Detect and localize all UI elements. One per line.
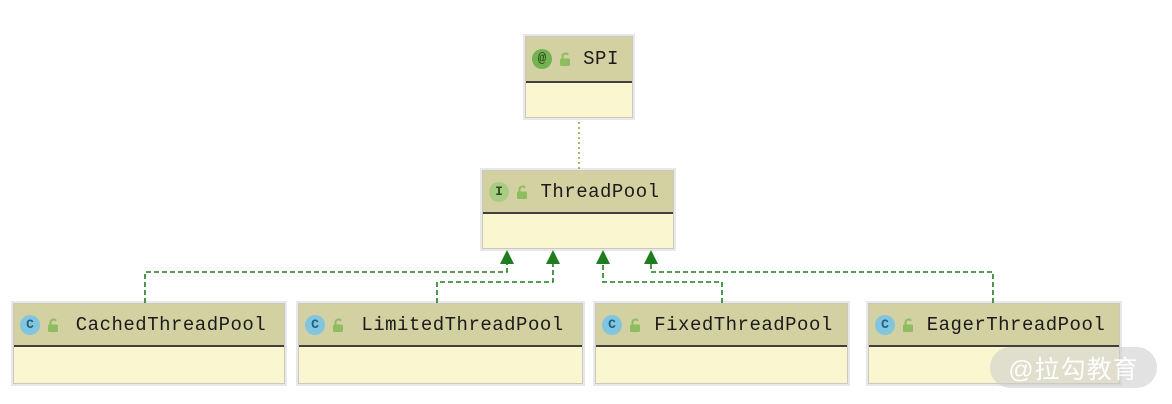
- interface-icon: I: [489, 181, 509, 202]
- arrowhead-eager: [644, 250, 658, 264]
- class-icon: C: [875, 314, 895, 335]
- node-title: ThreadPool: [540, 180, 660, 203]
- node-header: C LimitedThreadPool: [299, 304, 582, 347]
- realization-edge-eager: [650, 264, 994, 303]
- realization-edge-fixed: [602, 264, 723, 303]
- class-icon: C: [305, 314, 325, 335]
- open-lock-icon: [333, 317, 343, 332]
- arrowhead-cached: [500, 250, 514, 264]
- node-header: @ SPI: [526, 37, 632, 83]
- watermark-badge: @拉勾教育: [990, 347, 1157, 388]
- node-header: C FixedThreadPool: [596, 304, 847, 347]
- open-lock-icon: [903, 317, 913, 332]
- node-title: CachedThreadPool: [75, 313, 267, 336]
- open-lock-icon: [517, 184, 527, 199]
- arrowhead-fixed: [596, 250, 610, 264]
- node-title: LimitedThreadPool: [361, 313, 564, 336]
- node-header: C CachedThreadPool: [14, 304, 284, 347]
- open-lock-icon: [48, 317, 58, 332]
- uml-node-threadpool[interactable]: I ThreadPool: [482, 170, 674, 249]
- class-icon: C: [20, 314, 40, 335]
- node-title: SPI: [583, 48, 619, 70]
- realization-edge-cached: [144, 264, 508, 303]
- uml-node-limitedthreadpool[interactable]: C LimitedThreadPool: [298, 303, 583, 384]
- node-header: C EagerThreadPool: [869, 304, 1119, 347]
- watermark-text: @拉勾教育: [1008, 355, 1139, 384]
- open-lock-icon: [630, 317, 640, 332]
- realization-edge-limited: [436, 264, 554, 303]
- node-title: EagerThreadPool: [926, 313, 1106, 336]
- uml-node-spi[interactable]: @ SPI: [525, 36, 633, 118]
- node-title: FixedThreadPool: [654, 313, 833, 336]
- uml-node-eagerthreadpool[interactable]: C EagerThreadPool: [868, 303, 1120, 384]
- class-icon: C: [602, 314, 622, 335]
- annotation-icon: @: [532, 49, 552, 69]
- node-header: I ThreadPool: [483, 171, 673, 214]
- uml-node-cachedthreadpool[interactable]: C CachedThreadPool: [13, 303, 285, 384]
- open-lock-icon: [560, 52, 570, 66]
- arrowhead-limited: [546, 250, 560, 264]
- uml-node-fixedthreadpool[interactable]: C FixedThreadPool: [595, 303, 848, 384]
